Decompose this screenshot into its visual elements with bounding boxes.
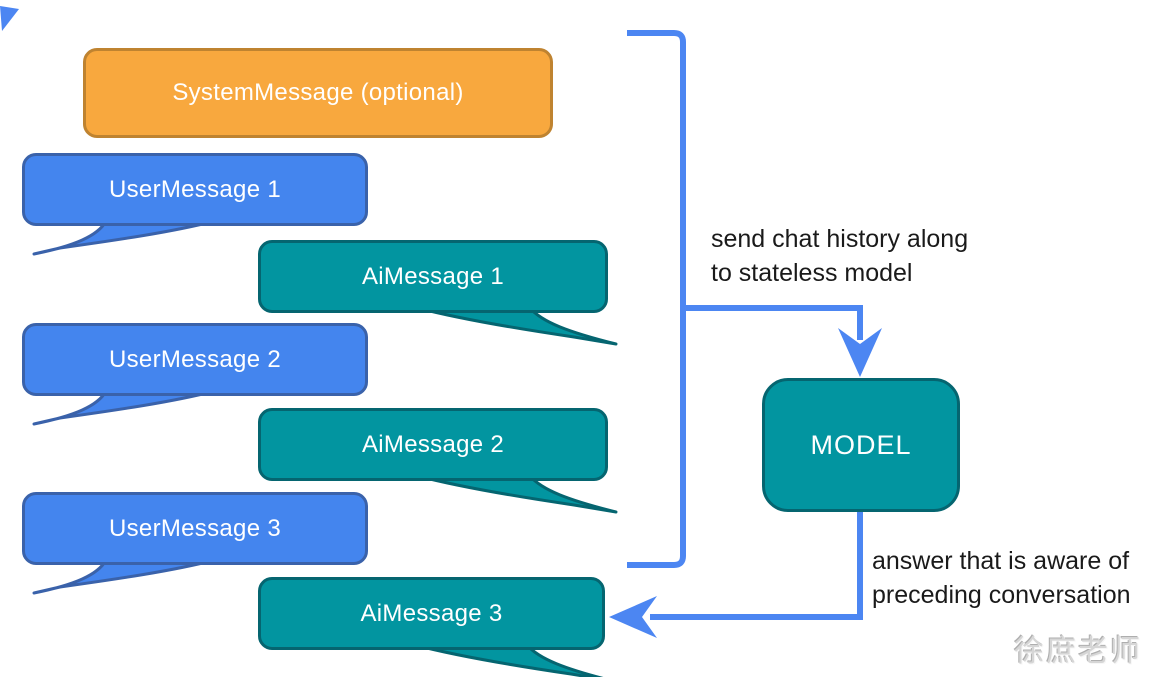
arrow-down-icon <box>838 328 882 377</box>
user-message-2-bubble: UserMessage 2 <box>22 323 368 396</box>
ai-message-1-bubble: AiMessage 1 <box>258 240 608 313</box>
corner-mark <box>0 6 19 31</box>
ai-message-2-label: AiMessage 2 <box>361 430 505 458</box>
send-history-annotation: send chat history along to stateless mod… <box>711 222 968 290</box>
user-message-3-bubble: UserMessage 3 <box>22 492 368 565</box>
to-model-line <box>683 305 863 340</box>
answer-annotation: answer that is aware of preceding conver… <box>872 544 1131 612</box>
ai-message-3-label: AiMessage 3 <box>360 599 503 627</box>
send-history-line-1: send chat history along <box>711 225 969 253</box>
ai-message-1-label: AiMessage 1 <box>361 262 505 290</box>
system-message-label: SystemMessage (optional) <box>172 79 464 106</box>
arrow-left-icon <box>609 596 657 638</box>
ai-message-2-bubble: AiMessage 2 <box>258 408 608 481</box>
ai-message-1-tail <box>416 306 618 346</box>
history-bracket <box>627 30 686 568</box>
system-message-bubble: SystemMessage (optional) <box>83 48 553 138</box>
from-model-line <box>650 512 863 620</box>
send-history-line-2: to stateless model <box>711 259 913 287</box>
answer-line-1: answer that is aware of <box>872 547 1130 575</box>
model-box: MODEL <box>762 378 960 512</box>
ai-message-2-tail <box>416 474 618 514</box>
answer-line-2: preceding conversation <box>872 581 1131 609</box>
user-message-2-label: UserMessage 2 <box>109 345 281 373</box>
watermark: 徐庶老师 <box>1014 635 1142 668</box>
ai-message-3-bubble: AiMessage 3 <box>258 577 605 650</box>
user-message-1-bubble: UserMessage 1 <box>22 153 368 226</box>
user-message-1-label: UserMessage 1 <box>109 175 281 203</box>
user-message-3-label: UserMessage 3 <box>109 514 281 542</box>
model-label: MODEL <box>810 429 912 460</box>
